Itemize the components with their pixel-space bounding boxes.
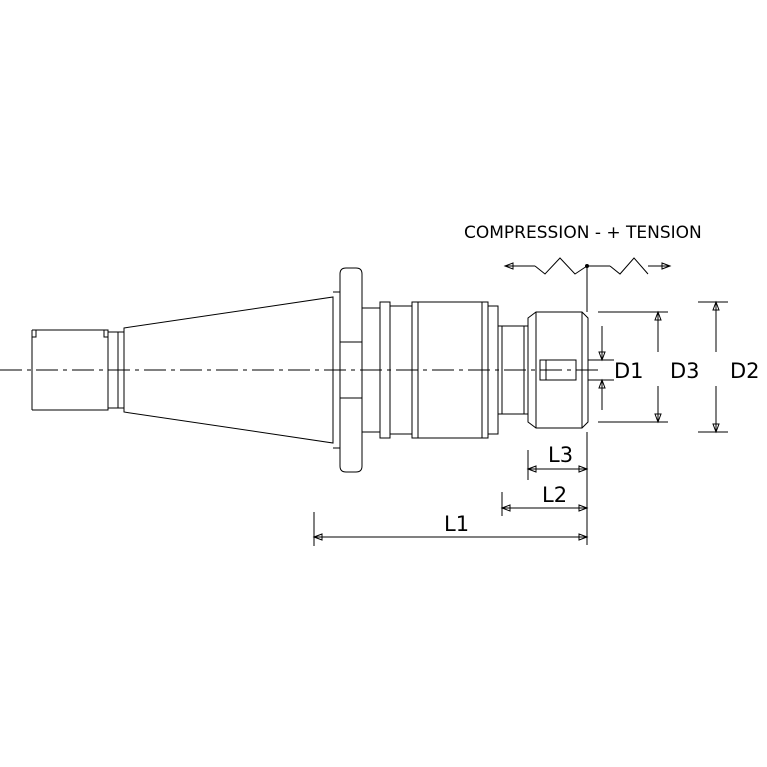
d1-label: D1	[614, 359, 644, 383]
dimension-d3	[598, 310, 668, 424]
dimension-l3	[526, 432, 589, 545]
dimension-l2	[500, 492, 589, 516]
flange	[333, 267, 363, 473]
spring-label: COMPRESSION - + TENSION	[464, 223, 702, 243]
l3-label: L3	[548, 443, 573, 467]
collet-nut	[527, 311, 589, 429]
spring-symbol	[503, 257, 672, 312]
d2-label: D2	[730, 359, 760, 383]
taper-shank	[123, 296, 334, 444]
dimension-d1	[588, 326, 614, 410]
dimension-d2	[698, 300, 728, 434]
d3-label: D3	[670, 359, 700, 383]
l1-label: L1	[444, 512, 469, 536]
l2-label: L2	[542, 483, 567, 507]
dimension-l1	[312, 512, 589, 546]
